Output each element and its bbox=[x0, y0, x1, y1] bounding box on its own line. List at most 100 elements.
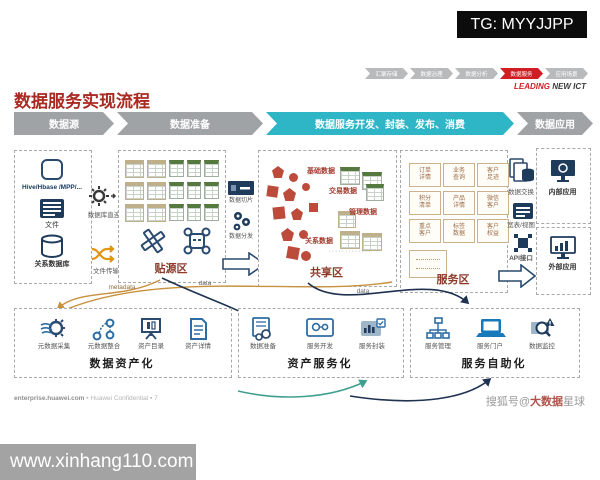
banner-step-dataprep: 数据准备 bbox=[117, 112, 263, 135]
database-cylinder-icon bbox=[41, 234, 63, 258]
serving-cards: 订单详情 业务查询 客户足迹 积分清单 产品详情 微信客户 重点客户 标签数据 … bbox=[400, 150, 509, 291]
file-icon bbox=[40, 199, 64, 218]
service-pack-icon bbox=[361, 318, 386, 336]
service-card: 客户权益 bbox=[477, 219, 509, 243]
sharing-label-management: 管理数据 bbox=[349, 209, 377, 216]
internal-app-monitor-icon bbox=[551, 160, 575, 182]
db-direct-label: 数据库直连 bbox=[87, 212, 121, 219]
data-dispatch-gears-icon bbox=[233, 212, 250, 231]
file-transfer-shuffle-icon bbox=[91, 245, 115, 263]
service-dev-label: 服务开发 bbox=[307, 343, 333, 350]
asset-detail-icon bbox=[190, 318, 207, 340]
tagline-newict: NEW ICT bbox=[552, 82, 586, 91]
source-rdb-label: 关系数据库 bbox=[34, 261, 70, 268]
banner-step-dataservice: 数据服务开发、封装、发布、消费 bbox=[266, 112, 514, 135]
footer-site: enterprise.huawei.com bbox=[14, 395, 85, 402]
service-card: 业务查询 bbox=[443, 163, 475, 187]
tagline: LEADING NEW ICT bbox=[514, 82, 586, 91]
data-exchange-icon bbox=[509, 158, 534, 182]
tagline-leading: LEADING bbox=[513, 82, 550, 91]
sharing-label-basic: 基础数据 bbox=[307, 168, 335, 175]
data-dispatch-label: 数据分发 bbox=[228, 234, 253, 240]
sohu-red: 大数据 bbox=[530, 396, 563, 408]
service-card: 微信客户 bbox=[477, 191, 509, 215]
mini-nav-item-active: 数据服务 bbox=[500, 68, 543, 79]
sharing-zone-title: 共享区 bbox=[310, 267, 343, 279]
data-monitor-icon bbox=[531, 318, 555, 337]
footer-page-number: 7 bbox=[154, 395, 158, 402]
banner-step-dataapp: 数据应用 bbox=[517, 112, 593, 135]
asset-detail-label: 资产详情 bbox=[185, 343, 211, 350]
flow-label-data-right: data bbox=[356, 288, 370, 295]
process-banner: 数据源 数据准备 数据服务开发、封装、发布、消费 数据应用 bbox=[14, 112, 593, 135]
data-prep-label: 数据准备 bbox=[250, 343, 276, 350]
sohu-prefix: 搜狐号@ bbox=[485, 396, 530, 408]
sharing-shape-cluster: 基础数据 交易数据 管理数据 关系数据 ············· bbox=[258, 150, 395, 285]
data-slice-label: 数据切片 bbox=[228, 198, 253, 204]
metadata-merge-icon bbox=[92, 318, 115, 341]
site-watermark: www.xinhang110.com bbox=[0, 444, 196, 480]
service-mgmt-label: 服务管理 bbox=[425, 343, 451, 350]
sharing-label-relation: 关系数据 bbox=[305, 238, 333, 245]
service-dev-icon bbox=[306, 318, 334, 337]
mini-nav-item: 数据分析 bbox=[455, 68, 498, 79]
metadata-collect-label: 元数据采集 bbox=[37, 343, 71, 350]
api-icon bbox=[514, 234, 532, 252]
wide-table-label: 宽表/视图 bbox=[507, 222, 535, 229]
service-portal-laptop-icon bbox=[476, 319, 506, 337]
mini-nav-item: 应用场景 bbox=[545, 68, 588, 79]
footer-sep: ▪ bbox=[150, 395, 155, 402]
asset-servitization-title: 资产服务化 bbox=[287, 358, 353, 370]
internal-app-box bbox=[536, 148, 591, 224]
data-prep-icon bbox=[252, 317, 271, 341]
service-card: 积分清单 bbox=[409, 191, 441, 215]
data-processing-tools-icon bbox=[140, 228, 166, 254]
service-mgmt-icon bbox=[426, 317, 450, 339]
service-card: 订单详情 bbox=[409, 163, 441, 187]
api-label: API接口 bbox=[509, 255, 533, 262]
asset-catalog-icon bbox=[141, 318, 161, 340]
mini-nav-item: 数据治理 bbox=[410, 68, 453, 79]
sohu-suffix: 星球 bbox=[563, 396, 585, 408]
service-pack-label: 服务封装 bbox=[359, 343, 385, 350]
service-card: 客户足迹 bbox=[477, 163, 509, 187]
wide-table-icon bbox=[513, 203, 533, 219]
metadata-merge-label: 元数据整合 bbox=[87, 343, 121, 350]
source-bigdata-label: Hive/Hbase /MPP/... bbox=[22, 184, 82, 191]
metadata-collect-icon bbox=[40, 319, 65, 337]
sharing-label-transaction: 交易数据 bbox=[329, 188, 357, 195]
service-selfhelp-title: 服务自助化 bbox=[461, 358, 527, 370]
mini-nav-item: 汇聚存储 bbox=[365, 68, 408, 79]
file-transfer-label: 文件传输 bbox=[93, 268, 119, 275]
bigdata-db-icon bbox=[41, 159, 63, 180]
banner-step-datasource: 数据源 bbox=[14, 112, 114, 135]
staging-to-sharing-arrow bbox=[222, 252, 266, 276]
service-card: 产品详情 bbox=[443, 191, 475, 215]
internal-app-label: 内部应用 bbox=[548, 189, 577, 196]
data-assetization-title: 数据资产化 bbox=[89, 358, 155, 370]
staging-zone-title: 贴源区 bbox=[154, 263, 188, 275]
db-direct-gear-icon bbox=[89, 186, 117, 206]
sharing-ellipsis: ············· bbox=[328, 248, 372, 255]
service-card: 重点客户 bbox=[409, 219, 441, 243]
external-app-label: 外部应用 bbox=[548, 264, 577, 271]
footer: enterprise.huawei.com ▪ Huawei Confident… bbox=[14, 395, 158, 402]
tg-watermark: TG: MYYJJPP bbox=[457, 11, 587, 38]
asset-catalog-label: 资产目录 bbox=[138, 343, 164, 350]
external-app-box bbox=[536, 227, 591, 295]
source-file-label: 文件 bbox=[45, 222, 59, 229]
serving-zone-title: 服务区 bbox=[436, 274, 470, 286]
flow-label-metadata: metadata bbox=[108, 284, 136, 291]
flow-label-data-left: data bbox=[198, 280, 212, 287]
service-card: 标签数据 bbox=[443, 219, 475, 243]
footer-sep: ▪ bbox=[86, 395, 91, 402]
sohu-watermark: 搜狐号@大数据星球 bbox=[486, 393, 585, 409]
serving-to-apps-arrow bbox=[498, 264, 536, 288]
etl-robot-icon bbox=[183, 227, 211, 255]
mini-nav: 汇聚存储 数据治理 数据分析 数据服务 应用场景 bbox=[365, 68, 588, 79]
page-title: 数据服务实现流程 bbox=[14, 92, 150, 111]
data-monitor-label: 数据监控 bbox=[529, 343, 555, 350]
data-slice-icon bbox=[228, 181, 254, 195]
service-card-more bbox=[409, 250, 447, 278]
